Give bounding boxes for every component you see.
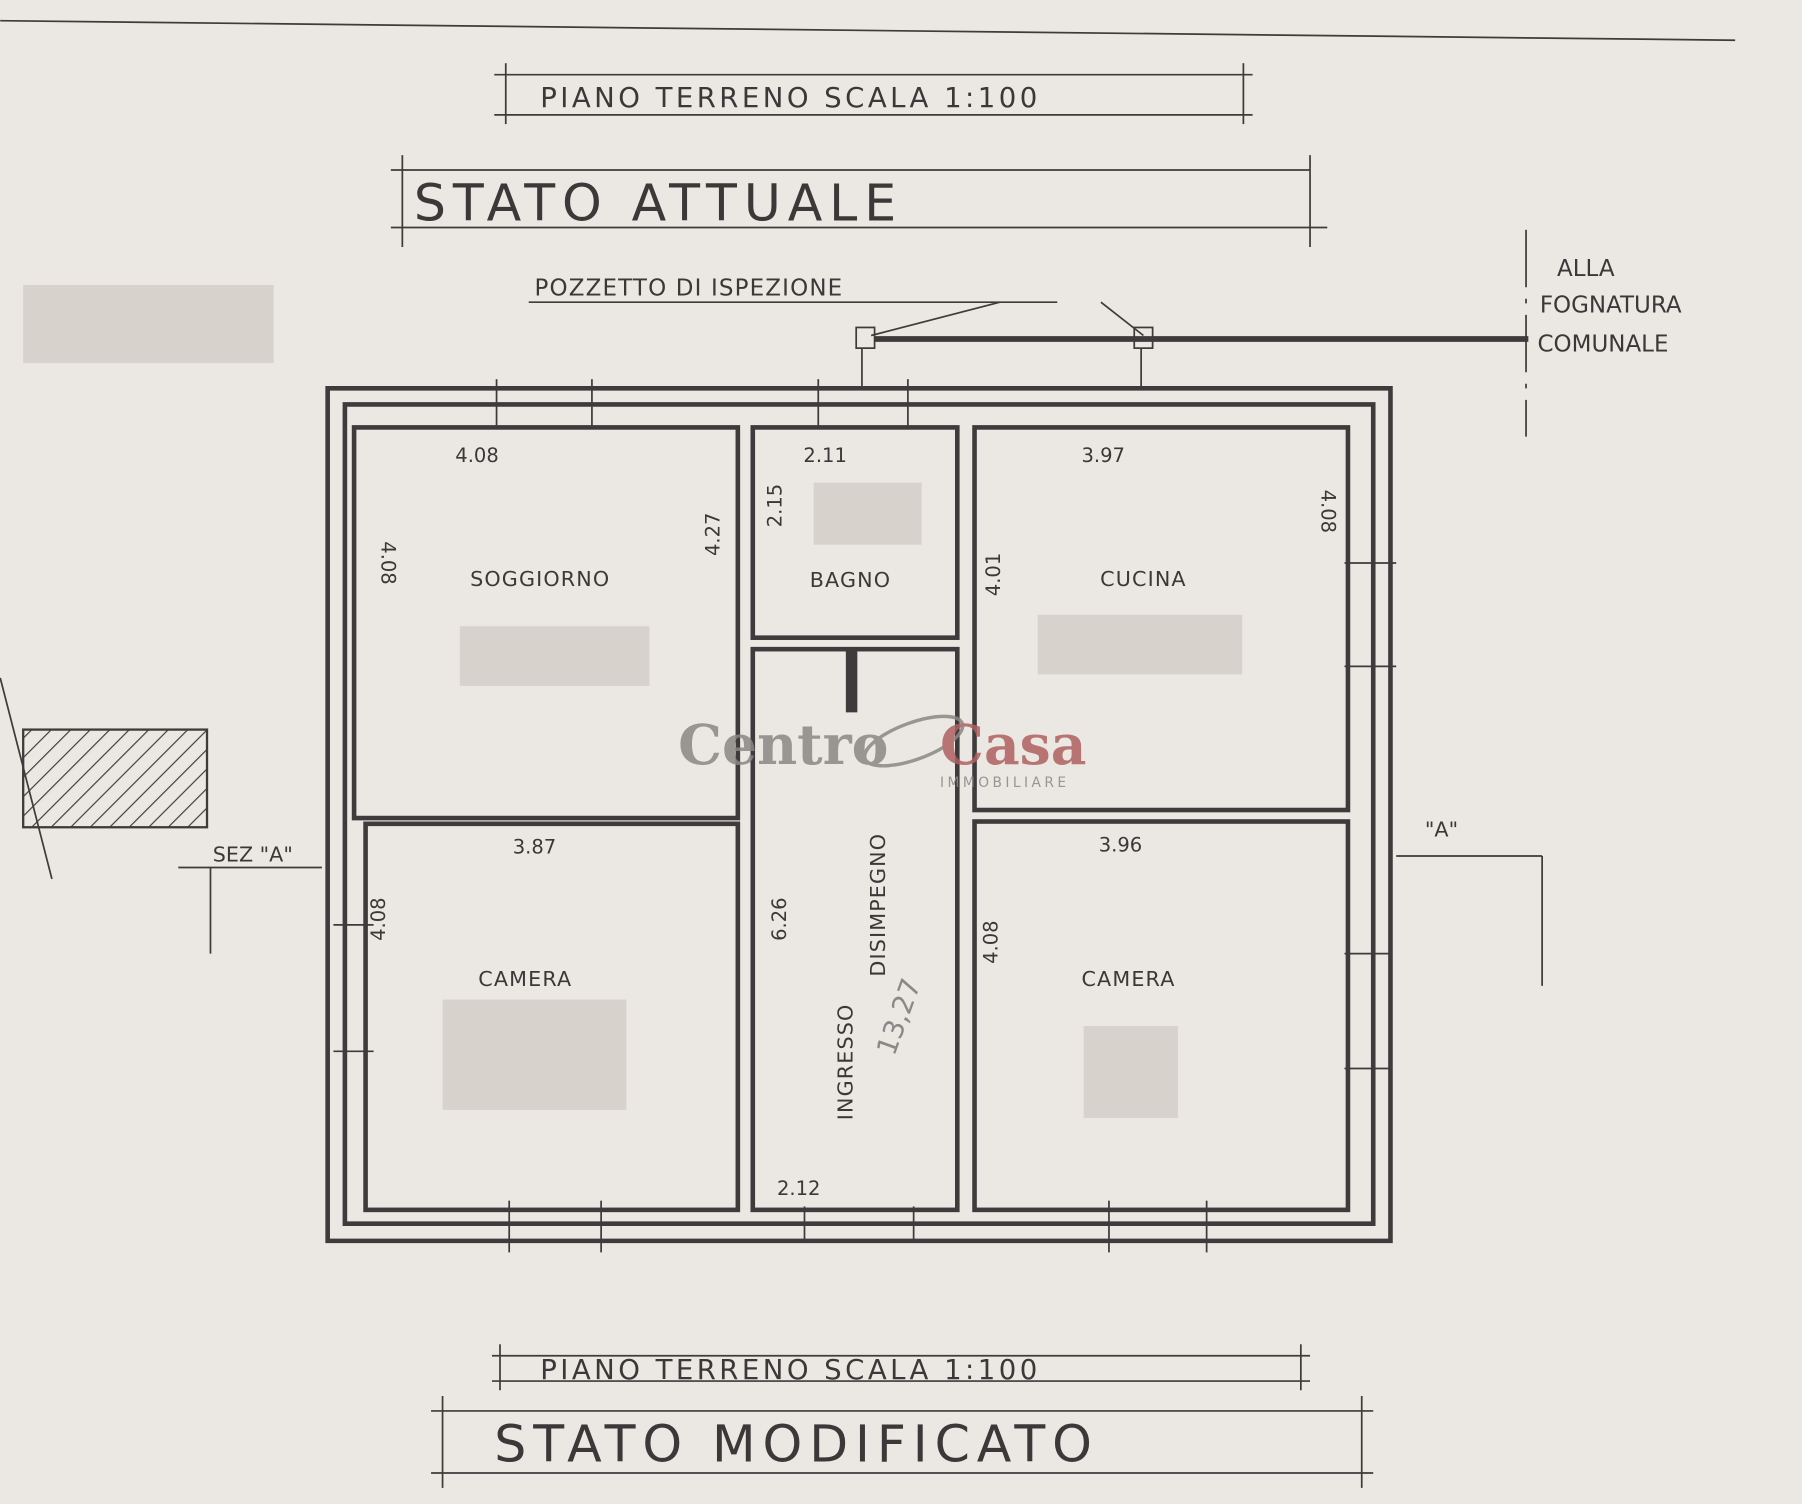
svg-text:Centro: Centro <box>678 713 888 778</box>
dim-bagno-width: 2.11 <box>803 444 846 467</box>
watermark-logo: Centro Casa IMMOBILIARE <box>678 713 1086 791</box>
paper-edge-line <box>0 19 1736 42</box>
room-label-cucina: CUCINA <box>1100 567 1187 591</box>
dim-soggiorno-height: 4.08 <box>377 541 400 584</box>
exterior-walls <box>325 386 1393 1244</box>
dim-soggiorno-width: 4.08 <box>455 444 498 467</box>
sewer-label: ALLA FOGNATURA COMUNALE <box>1538 256 1682 358</box>
interior-walls <box>351 425 1351 1213</box>
dimension-labels: 4.08 4.08 4.27 2.11 2.15 3.97 4.01 4.08 … <box>367 444 1339 1200</box>
svg-text:"A": "A" <box>1425 817 1458 841</box>
svg-text:IMMOBILIARE: IMMOBILIARE <box>940 775 1069 791</box>
dim-bagno-height: 2.15 <box>764 484 787 527</box>
svg-text:PIANO TERRENO SCALA 1:100: PIANO TERRENO SCALA 1:100 <box>540 81 1041 114</box>
dim-corridor-length: 6.26 <box>768 897 791 940</box>
scale-label-top: PIANO TERRENO SCALA 1:100 <box>494 63 1253 125</box>
svg-text:POZZETTO DI ISPEZIONE: POZZETTO DI ISPEZIONE <box>534 275 843 301</box>
dim-cucina-height: 4.01 <box>982 553 1005 596</box>
room-label-soggiorno: SOGGIORNO <box>470 567 610 591</box>
dim-camera-left-height: 4.08 <box>367 897 390 940</box>
inspection-pit-annotation: POZZETTO DI ISPEZIONE <box>528 229 1529 437</box>
room-label-camera-left: CAMERA <box>478 967 572 991</box>
room-label-ingresso: INGRESSO <box>834 1004 858 1121</box>
dim-cucina-width: 3.97 <box>1081 444 1124 467</box>
inspection-pit-icon <box>855 326 876 349</box>
svg-text:STATO MODIFICATO: STATO MODIFICATO <box>494 1414 1099 1473</box>
dim-camera-right-width: 3.96 <box>1099 833 1142 856</box>
room-label-camera-right: CAMERA <box>1081 967 1175 991</box>
title-stato-attuale: STATO ATTUALE <box>390 155 1328 248</box>
title-stato-modificato: STATO MODIFICATO <box>431 1395 1374 1488</box>
dim-camera-left-width: 3.87 <box>513 836 556 859</box>
svg-text:STATO ATTUALE: STATO ATTUALE <box>414 174 903 233</box>
svg-text:Casa: Casa <box>940 713 1086 778</box>
house-swoosh-icon <box>862 714 965 768</box>
section-marker-right: "A" <box>1396 817 1543 986</box>
redacted-patches <box>23 284 1243 1118</box>
svg-text:PIANO TERRENO SCALA 1:100: PIANO TERRENO SCALA 1:100 <box>540 1353 1041 1386</box>
room-label-bagno: BAGNO <box>810 568 891 592</box>
window-marks <box>333 379 1397 1253</box>
section-marker-left: SEZ "A" <box>0 677 322 954</box>
dim-soggiorno-height-2: 4.27 <box>701 513 724 556</box>
dim-corridor-width: 2.12 <box>777 1177 820 1200</box>
svg-text:ALLA: ALLA <box>1557 256 1615 282</box>
svg-text:FOGNATURA: FOGNATURA <box>1540 293 1682 319</box>
dim-camera-right-height: 4.08 <box>980 920 1003 963</box>
handwritten-area: 13,27 <box>870 974 928 1059</box>
room-label-disimpegno: DISIMPEGNO <box>866 833 890 977</box>
svg-text:COMUNALE: COMUNALE <box>1538 332 1669 358</box>
dim-cucina-height-2: 4.08 <box>1317 490 1340 533</box>
svg-text:SEZ "A": SEZ "A" <box>213 843 293 867</box>
scale-label-bottom: PIANO TERRENO SCALA 1:100 <box>491 1344 1311 1391</box>
